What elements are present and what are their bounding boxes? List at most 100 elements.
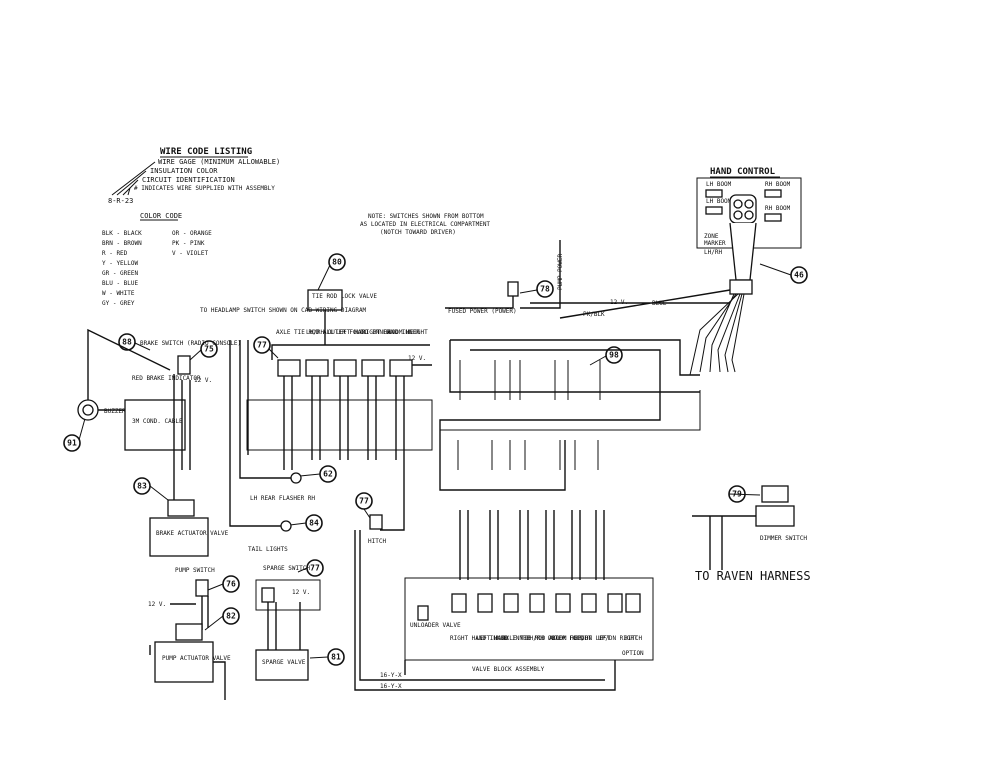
callout-78: 78 (536, 280, 554, 298)
valve-coil (607, 593, 623, 613)
rear-flasher-lamp (290, 472, 302, 484)
note-line: AS LOCATED IN ELECTRICAL COMPARTMENT (360, 221, 490, 228)
valve-label: UP/DN LEFT (574, 635, 611, 642)
hand-control-label: RH BOOM (765, 205, 791, 212)
valve-block: UNLOADER VALVE RIGHT HAND INNER LEFT HAN… (410, 510, 644, 673)
sparge-valve (255, 649, 309, 681)
pump-actuator-label: PUMP ACTUATOR VALVE (162, 655, 231, 662)
switch-right-inner (361, 359, 385, 377)
callout-number: 77 (310, 564, 320, 573)
hand-control-label: RH BOOM (765, 181, 791, 188)
hand-control-label: ZONE (704, 233, 719, 240)
hitch-label: HITCH (368, 538, 386, 545)
note-line: NOTE: SWITCHES SHOWN FROM BOTTOM (368, 213, 484, 220)
switch-bank: AXLE TIE ROD ALL LH/RH OUTER FOLD LEFT H… (271, 310, 432, 531)
wire-tag: 16-Y-X (380, 683, 402, 690)
relay-row-upper (439, 339, 700, 491)
pump-actuator (154, 641, 214, 683)
joystick-head (729, 194, 757, 224)
color-code-item: GR - GREEN (102, 270, 139, 277)
hand-control-label: LH/RH (704, 249, 722, 256)
brake-switch-label: BRAKE SWITCH (RADIO CONSOLE) (140, 340, 241, 347)
callout-number: 77 (359, 497, 369, 506)
color-code-item: W - WHITE (102, 290, 135, 297)
color-code-item: R - RED (102, 250, 128, 257)
tail-lights-label: TAIL LIGHTS (248, 546, 288, 553)
valve-coil (477, 593, 493, 613)
switch-left-inner (333, 359, 357, 377)
callout-80: 80 (328, 253, 346, 271)
switch-label: LEFT HAND INNER (336, 329, 391, 336)
voltage-label: 12 V. (148, 601, 166, 608)
color-code-item: BRN - BROWN (102, 240, 142, 247)
hitch-switch (369, 514, 383, 530)
callout-83: 83 (133, 477, 151, 495)
color-code-item: PK - PINK (172, 240, 205, 247)
unloader-coil (417, 605, 429, 621)
callout-number: 76 (226, 580, 236, 589)
callout-number: 62 (323, 470, 333, 479)
callout-number: 88 (122, 338, 132, 347)
headlamp-note: TO HEADLAMP SWITCH SHOWN ON CAB WIRING D… (200, 307, 367, 314)
switch-label: RIGHT HAND INNER (362, 329, 420, 336)
valve-coil (625, 593, 641, 613)
tie-rod-lock-label: TIE ROD LOCK VALVE (312, 293, 377, 300)
callout-81: 81 (327, 648, 345, 666)
hand-control-label: LH BOOM (706, 198, 732, 205)
color-code-item: GY - GREY (102, 300, 135, 307)
sparge-switch-label: SPARGE SWITCH (263, 565, 310, 572)
red-brake-label: RED BRAKE INDICATOR (132, 375, 201, 382)
fused-power-switch (507, 281, 519, 297)
valve-coil (555, 593, 571, 613)
color-code-item: BLK - BLACK (102, 230, 142, 237)
wire-code-listing: WIRE CODE LISTING WIRE GAGE (MINIMUM ALL… (108, 147, 280, 205)
callout-number: 81 (331, 653, 341, 662)
pump-switch (195, 579, 209, 597)
color-code-item: OR - ORANGE (172, 230, 212, 237)
dimmer-label: DIMMER SWITCH (760, 535, 807, 542)
joystick-handle (729, 222, 757, 281)
valve-coil (581, 593, 597, 613)
valve-coil (529, 593, 545, 613)
switch-label: AXLE TIE ROD ALL (276, 329, 334, 336)
hand-control: HAND CONTROL LH BOOM RH BOOM LH BOOM RH … (696, 167, 802, 295)
brake-actuator-label: BRAKE ACTUATOR VALVE (156, 530, 229, 537)
callout-number: 83 (137, 482, 147, 491)
callout-77b: 77 (355, 492, 373, 510)
fused-power-label: FUSED POWER (POWER) (448, 308, 517, 315)
callout-46: 46 (790, 266, 808, 284)
brake-switch (177, 355, 191, 375)
valve-label: AXLE TIE ROD ALL (502, 635, 560, 642)
callout-number: 77 (257, 341, 267, 350)
brake-actuator (149, 517, 209, 557)
callout-number: 46 (794, 271, 804, 280)
wire-code-title: WIRE CODE LISTING (160, 147, 252, 157)
valve-label: LEFT HAND INNER (476, 635, 531, 642)
rear-flasher-label: LH REAR FLASHER RH (250, 495, 315, 502)
valve-coil (503, 593, 519, 613)
option-label: OPTION (622, 650, 644, 657)
cab-cable-label: 3M COND. CABLE (132, 418, 183, 425)
hand-control-label: LH BOOM (706, 181, 732, 188)
raven-harness-label: TO RAVEN HARNESS (695, 569, 811, 583)
valve-label: BOOM HEIGHT (552, 635, 592, 642)
wire-code-line1: WIRE GAGE (MINIMUM ALLOWABLE) (158, 158, 280, 166)
callout-84: 84 (305, 514, 323, 532)
color-code-item: Y - YELLOW (102, 260, 139, 267)
relay-row-lower (440, 390, 701, 470)
callout-91: 91 (63, 434, 81, 452)
color-code-item: BLU - BLUE (102, 280, 139, 287)
hand-control-title: HAND CONTROL (710, 167, 776, 177)
sparge-switch (261, 587, 275, 603)
switch-outer-fold (305, 359, 329, 377)
valve-label: RIGHT HAND INNER (450, 635, 508, 642)
unloader-label: UNLOADER VALVE (410, 622, 461, 629)
valve-label: UP/DN RIGHT (598, 635, 638, 642)
voltage-label: 12 V. (194, 377, 212, 384)
valve-label: LH/RH OUTER FOLD (526, 635, 584, 642)
voltage-label: 12 V. (292, 589, 310, 596)
wire-code-example: 8-R-23 (108, 197, 133, 205)
callout-76: 76 (222, 575, 240, 593)
callout-number: 84 (309, 519, 319, 528)
sparge-valve-label: SPARGE VALVE (262, 659, 306, 666)
